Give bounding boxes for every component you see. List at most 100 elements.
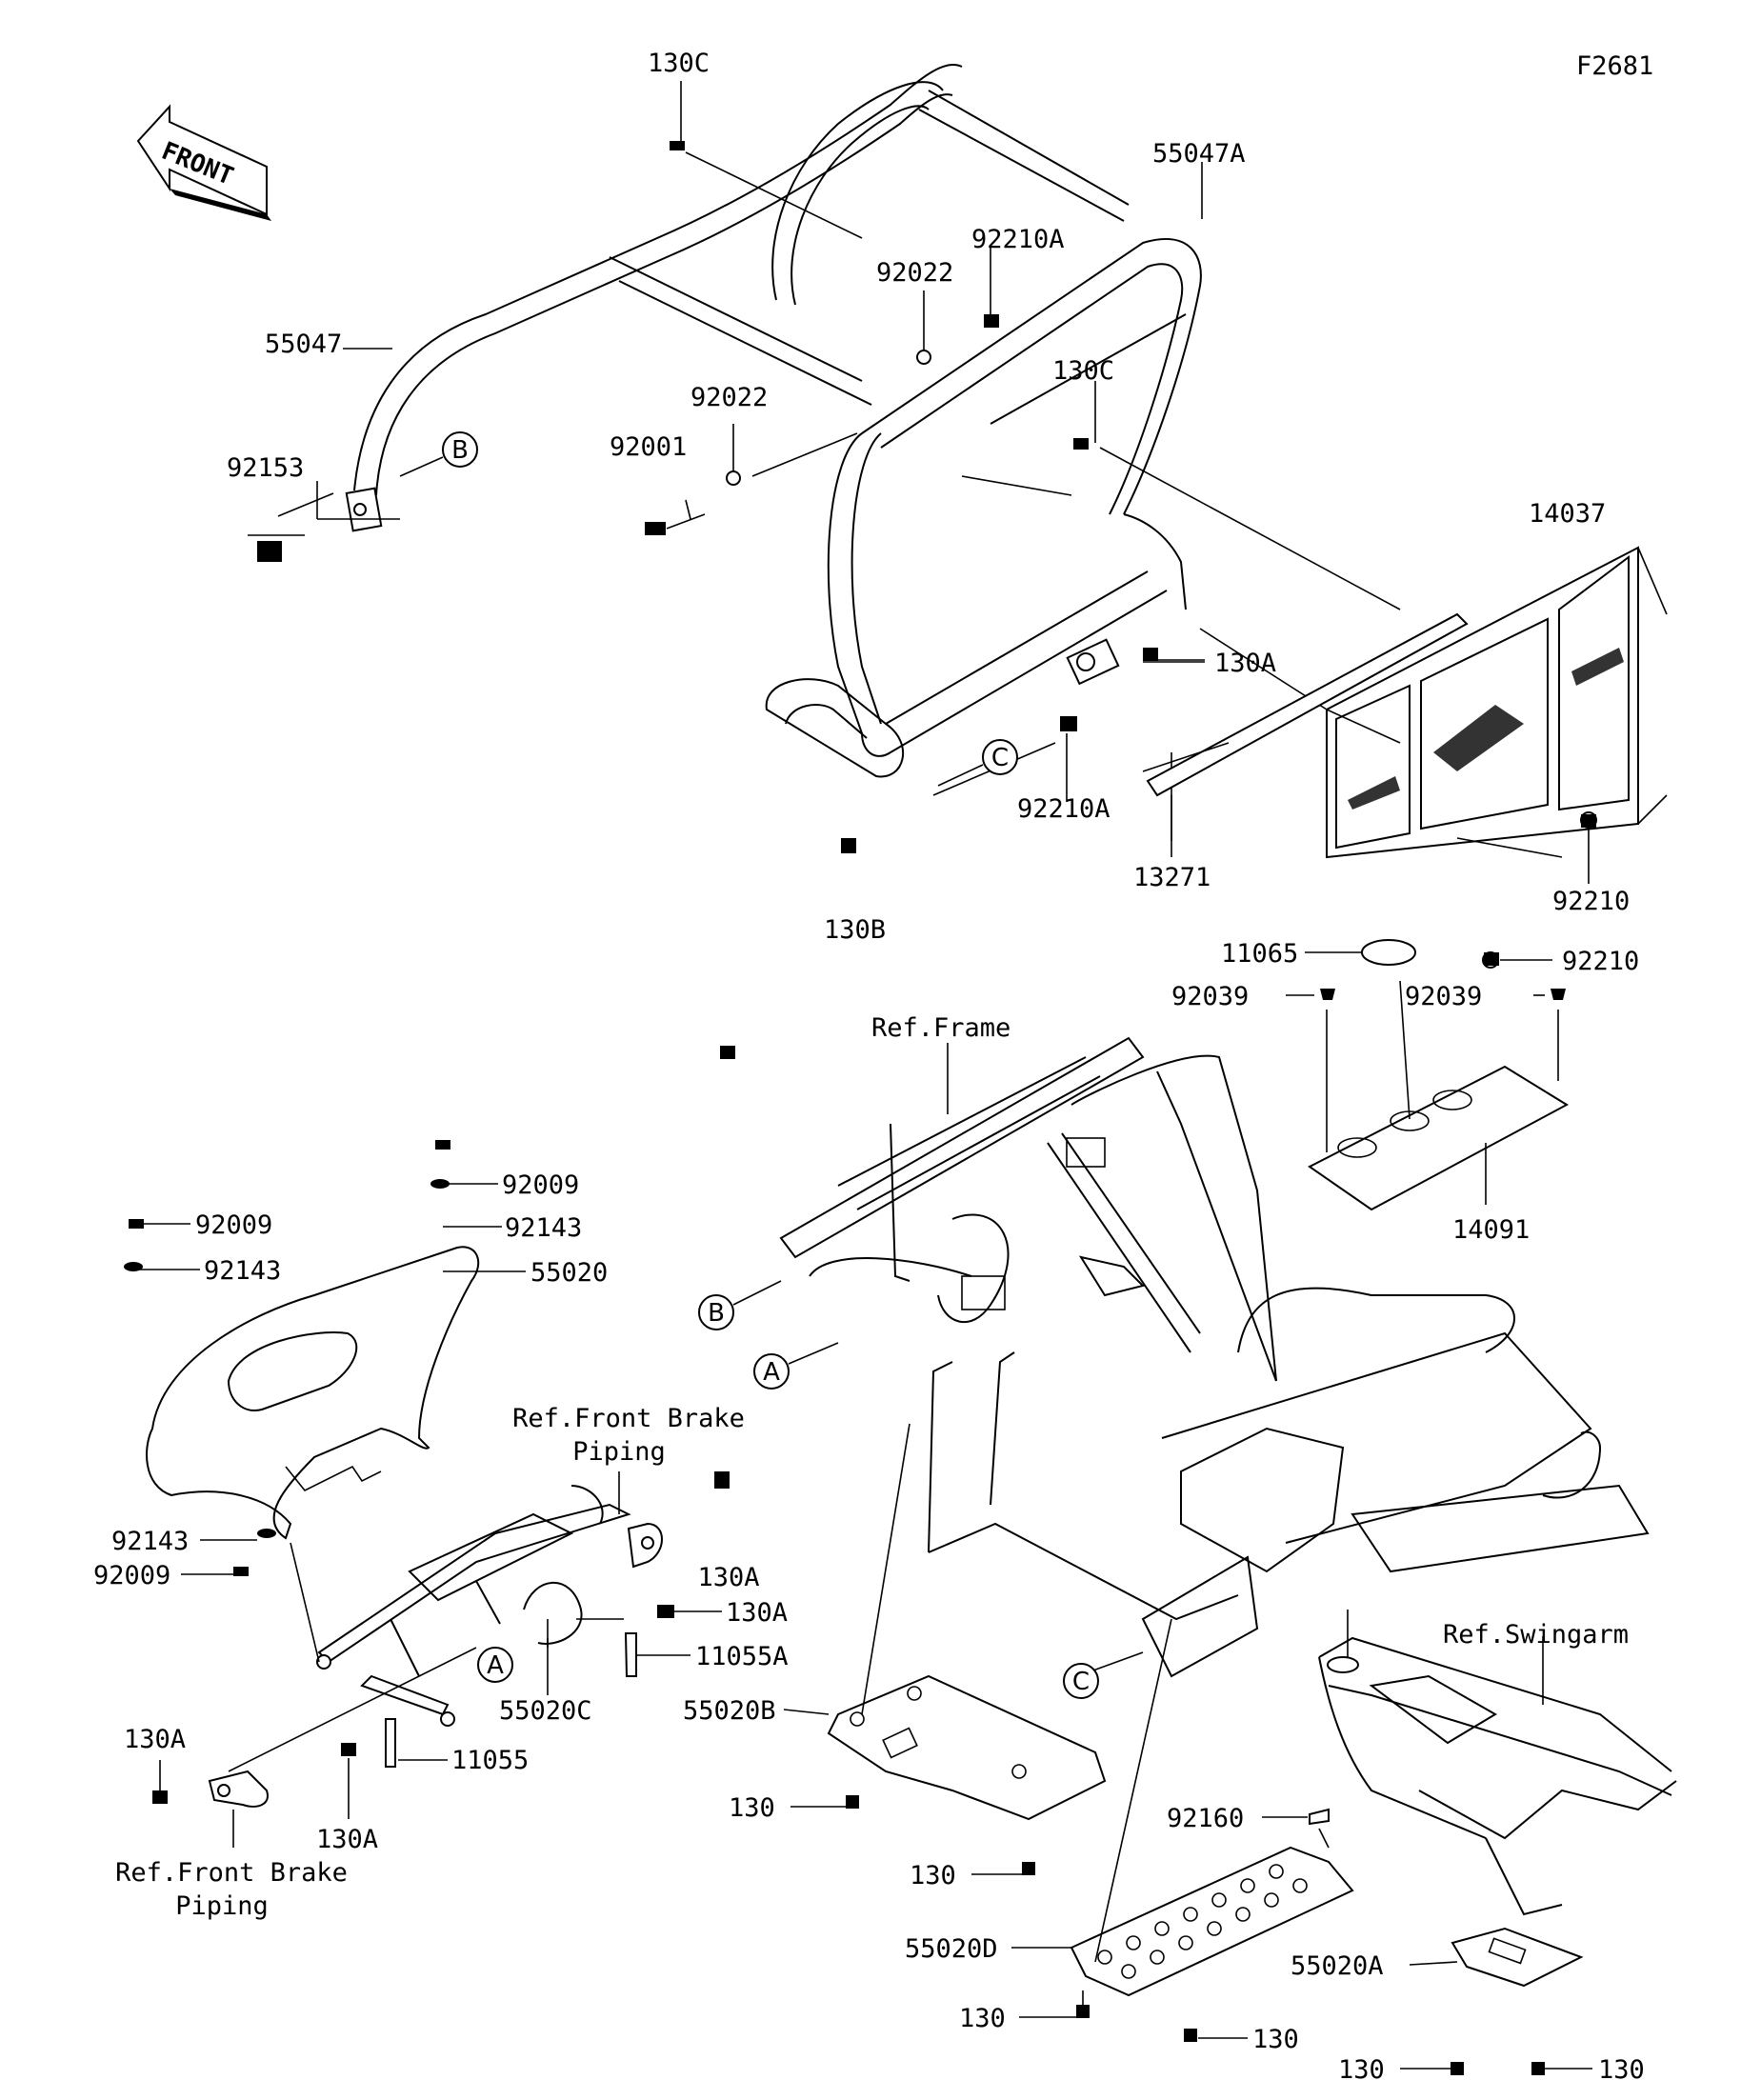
bolt-icon [841,838,856,853]
label-130C-top: 130C [648,49,710,78]
label-leaders [138,661,1592,2070]
bolt-icon [645,513,706,535]
label-130-a2: 130 [1598,2055,1645,2085]
label-130A-left: 130A [124,1725,186,1754]
label-92022-mid: 92022 [690,383,768,412]
label-92143-b: 92143 [204,1256,281,1286]
bolt-icon [657,1605,674,1618]
main-frame-drawing [779,1036,1650,1678]
label-11065: 11065 [1221,939,1298,969]
part-labels: 130C 55047A 92210A 92022 55047 92022 920… [93,49,1645,2085]
label-130-a1: 130 [1338,2055,1385,2085]
label-130A-bracket2: 130A [726,1598,788,1628]
label-92143-c: 92143 [111,1527,189,1556]
connector-circles: B C B A A C [399,431,1099,1699]
label-130-d2: 130 [1252,2025,1299,2054]
bolt-icon [1076,2005,1090,2018]
bolt-icon [1531,2062,1545,2075]
label-92001: 92001 [610,432,687,462]
label-55047A: 55047A [1152,139,1246,169]
swingarm-drawing [1318,1636,1677,1916]
skid-plate-55020D-drawing [1011,1808,1354,1997]
bolt-icon [1022,1862,1035,1875]
label-92210A-low: 92210A [1017,794,1111,824]
ref-brake-bottom-line2: Piping [175,1891,269,1921]
panel-14091-drawing [1286,939,1570,1211]
label-92022-top: 92022 [876,258,953,288]
label-55047: 55047 [265,330,342,359]
label-55020B: 55020B [683,1696,776,1726]
label-130A-frame: 130A [1214,649,1276,678]
label-13271: 13271 [1133,863,1211,892]
frame-to-skid-leaders [861,1423,1349,1963]
label-55020A: 55020A [1291,1951,1384,1981]
fasteners [124,141,1596,2075]
skid-plate-55020B-drawing [783,1674,1107,1821]
label-130-b1: 130 [729,1793,775,1823]
bolt-icon [670,141,685,150]
connector-B-top: B [451,436,469,465]
label-92009-b: 92009 [195,1210,272,1240]
connector-C-mid: C [1072,1668,1090,1696]
skid-plate-55020A-drawing [1409,1927,1584,1988]
rack-55047-drawing [316,64,1130,532]
label-92153: 92153 [227,453,304,483]
ref-swingarm: Ref.Swingarm [1443,1620,1629,1650]
bolt-icon [129,1219,144,1229]
front-fender-55020-drawing [146,1246,526,1540]
label-92160: 92160 [1167,1804,1244,1833]
clip-icon [385,1718,396,1768]
connector-A-mid: A [487,1651,504,1680]
skid-plate-hole-pattern-icon [1097,1864,1308,1979]
brake-clamp-drawing [208,1471,663,1848]
front-direction-arrow-icon: FRONT [136,104,271,221]
ref-frame: Ref.Frame [871,1013,1011,1043]
washer-icon [916,350,931,365]
bolt-icon [1184,2029,1197,2042]
figure-id: F2681 [1576,51,1653,81]
label-130-d1: 130 [959,2004,1006,2033]
label-11055A: 11055A [695,1642,789,1671]
mesh-panel-14037-drawing [1142,546,1668,969]
label-92039-left: 92039 [1171,982,1249,1011]
ref-brake-bottom-line1: Ref.Front Brake [115,1858,348,1888]
mesh-pattern-icon [1348,648,1624,810]
label-92210-a: 92210 [1552,887,1630,916]
bolt-icon [1073,438,1089,450]
bolt-icon [233,1567,249,1576]
label-92210-b: 92210 [1562,947,1639,976]
label-92009-a: 92009 [502,1170,579,1200]
ref-brake-top-line2: Piping [572,1437,666,1467]
label-130B: 130B [824,915,886,945]
nut-icon [984,314,999,328]
washer-icon [430,1179,450,1189]
label-14037: 14037 [1529,499,1606,529]
label-92210A-top: 92210A [971,225,1065,254]
rack-55047A-drawing [765,238,1202,778]
bolt-icon [714,1471,730,1489]
connector-C-top: C [991,744,1009,772]
nut-icon [1484,952,1499,966]
label-92143-a: 92143 [505,1213,582,1243]
label-92039-right: 92039 [1405,982,1482,1011]
label-130A-bottom: 130A [316,1825,378,1854]
label-130A-bracket: 130A [697,1563,759,1592]
label-55020C: 55020C [499,1696,592,1726]
bolt-icon [152,1790,168,1804]
bolt-icon [1451,2062,1464,2075]
front-bracket-55020C-drawing [228,1485,631,1772]
bolt-icon [257,541,282,562]
bolt-icon [341,1743,356,1756]
bolt-icon [1143,648,1158,661]
upper-leader-lines [248,81,1401,841]
washer-icon [726,470,741,486]
clip-icon [624,1632,637,1677]
nut-icon [1060,716,1077,731]
label-14091: 14091 [1452,1215,1530,1245]
connector-A-top: A [763,1358,780,1387]
ref-brake-top-line1: Ref.Front Brake [512,1404,745,1433]
washer-icon [257,1529,276,1538]
connector-B-mid: B [708,1299,725,1328]
label-55020: 55020 [530,1258,608,1288]
